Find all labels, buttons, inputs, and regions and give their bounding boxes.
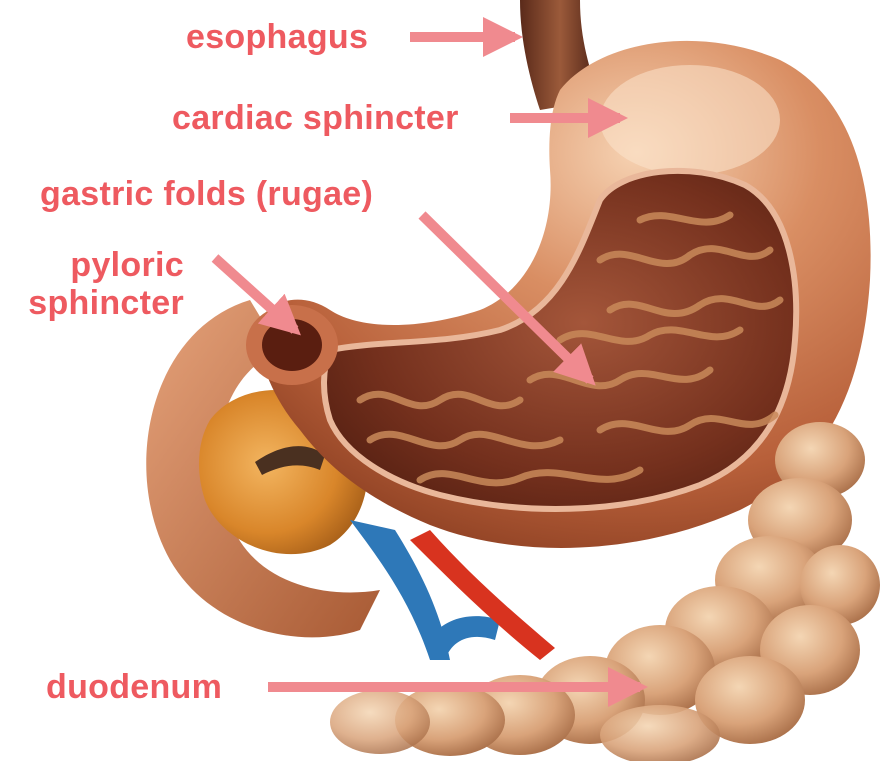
label-duodenum: duodenum bbox=[46, 668, 222, 706]
label-pyloric-line1: pyloric bbox=[16, 246, 184, 284]
label-esophagus: esophagus bbox=[186, 18, 368, 56]
label-cardiac-sphincter: cardiac sphincter bbox=[172, 99, 459, 137]
label-pyloric-sphincter: pyloric sphincter bbox=[16, 246, 184, 322]
label-pyloric-line2: sphincter bbox=[16, 284, 184, 322]
label-gastric-folds: gastric folds (rugae) bbox=[40, 175, 373, 213]
